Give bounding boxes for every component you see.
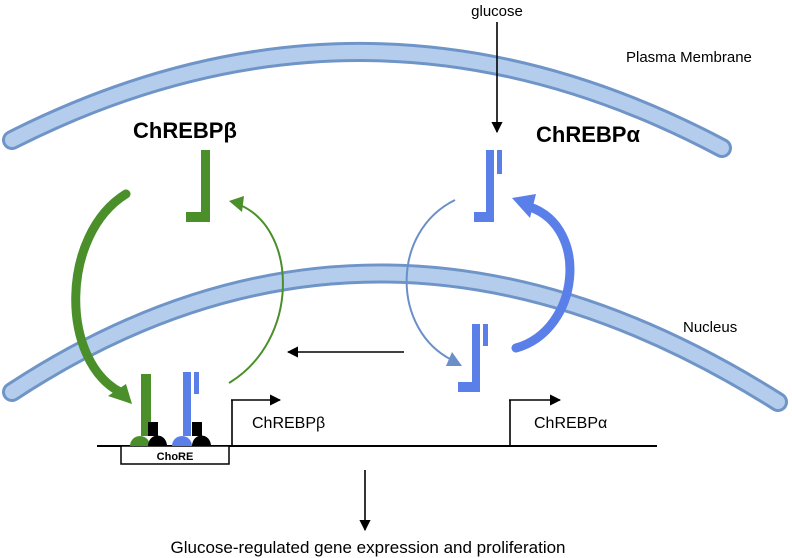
blue-thin-arrow <box>405 199 456 361</box>
chrebp-alpha-dna-bound <box>172 372 211 446</box>
chrebp-beta-title: ChREBPβ <box>133 118 237 143</box>
green-thick-arrow <box>71 189 131 397</box>
chrebp-beta-gene-label: ChREBPβ <box>252 415 325 432</box>
chrebp-alpha-title: ChREBPα <box>536 122 640 147</box>
chore-label: ChoRE <box>157 451 194 463</box>
chrebp-alpha-tss-arrow <box>509 394 562 446</box>
chrebp-beta-dna-bound <box>130 374 167 446</box>
output-label: Glucose-regulated gene expression and pr… <box>170 538 565 557</box>
blue-thick-arrow <box>511 202 575 353</box>
plasma-membrane-label: Plasma Membrane <box>626 49 752 66</box>
chrebp-beta-tss-arrow <box>231 394 282 446</box>
nucleus-label: Nucleus <box>683 319 737 336</box>
green-thin-arrow <box>228 204 284 384</box>
chrebp-alpha-protein-cytoplasm <box>474 150 502 222</box>
chrebp-alpha-protein-nucleus <box>458 324 488 392</box>
chrebp-alpha-gene-label: ChREBPα <box>534 415 607 432</box>
glucose-label: glucose <box>471 3 523 20</box>
chrebp-beta-protein-cytoplasm <box>186 150 210 222</box>
